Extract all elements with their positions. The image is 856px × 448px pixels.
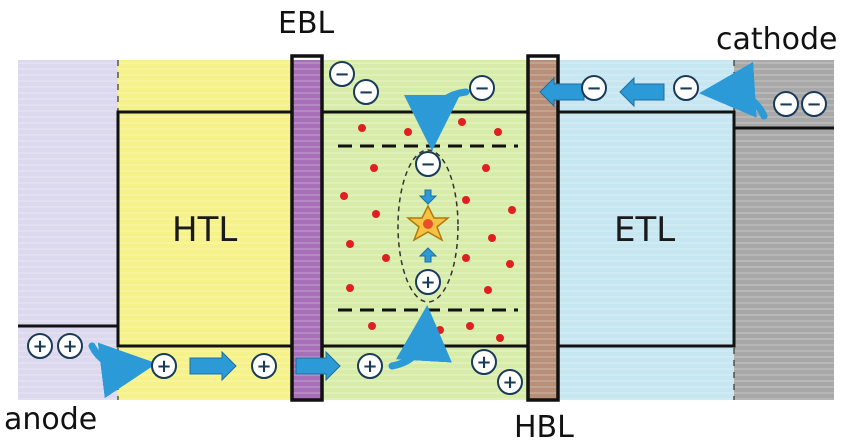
carriers: ++++++++−−−−−−−− [27,61,827,395]
transport-arrows [189,76,665,382]
etl-label: ETL [614,210,676,250]
hole-icon: + [471,349,497,375]
svg-text:−: − [678,78,693,99]
cathode-label: cathode [716,22,838,57]
htl-label: HTL [172,210,238,250]
electron-icon: − [773,91,799,117]
hole-icon: + [27,333,53,359]
svg-text:+: + [362,356,377,377]
hole-icon: + [415,269,441,295]
svg-text:−: − [474,78,489,99]
hole-icon: + [357,353,383,379]
electron-icon: − [353,79,379,105]
hole-icon: + [57,333,83,359]
hole-icon: + [151,353,177,379]
electron-icon: − [469,75,495,101]
svg-text:+: + [502,372,517,393]
svg-text:+: + [32,336,47,357]
hole-icon: + [251,353,277,379]
electron-icon: − [801,91,827,117]
curved-arrows [88,61,768,399]
anode-label: anode [4,402,98,437]
svg-text:−: − [586,78,601,99]
hbl-label: HBL [514,410,574,445]
hole-icon: + [497,369,523,395]
electron-icon: − [673,75,699,101]
svg-text:+: + [62,336,77,357]
electron-icon: − [329,61,355,87]
electron-icon: − [581,75,607,101]
svg-text:+: + [256,356,271,377]
svg-text:−: − [358,82,373,103]
ebl-label: EBL [278,6,335,41]
svg-text:+: + [420,272,435,293]
svg-text:+: + [156,356,171,377]
electron-icon: − [415,151,441,177]
svg-text:−: − [778,94,793,115]
svg-text:−: − [334,64,349,85]
exciton-star-icon [405,204,451,242]
svg-text:+: + [476,352,491,373]
svg-text:−: − [806,94,821,115]
svg-text:−: − [420,154,435,175]
